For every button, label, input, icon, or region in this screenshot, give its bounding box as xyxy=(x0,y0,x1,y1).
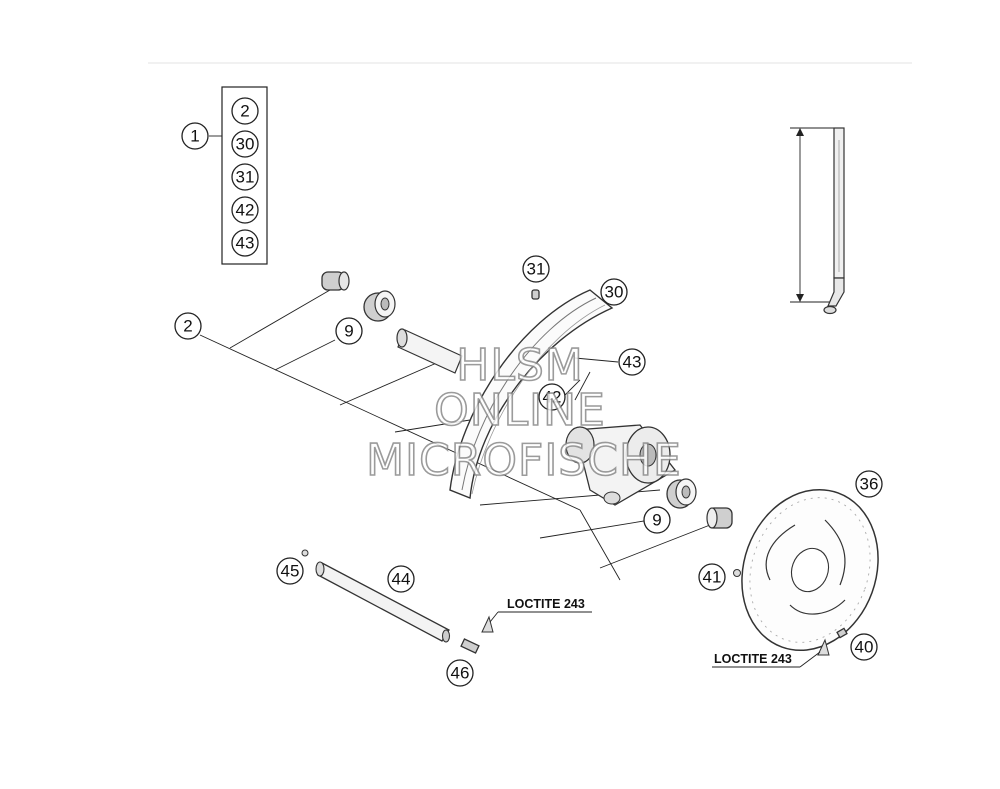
callout-nipple: 31 xyxy=(527,260,546,279)
callout-axle-screw: 46 xyxy=(451,664,470,683)
watermark: HLSM ONLINE MICROFISCHE xyxy=(365,339,682,487)
loctite-label-right: LOCTITE 243 xyxy=(714,652,792,666)
watermark-line-3: MICROFISCHE xyxy=(366,435,682,486)
ball-part xyxy=(301,549,309,557)
bearing-right-part xyxy=(666,478,697,509)
callout-disc-screw: 40 xyxy=(855,638,874,657)
axle-part xyxy=(315,561,451,643)
callout-ball: 45 xyxy=(281,562,300,581)
callout-axle: 44 xyxy=(392,570,411,589)
callout-spoke: 43 xyxy=(623,353,642,372)
watermark-line-2: ONLINE xyxy=(434,385,606,436)
kit-item-4: 42 xyxy=(236,201,255,220)
kit-contents-box: 1 2 30 31 42 43 xyxy=(181,86,268,265)
hub-part xyxy=(559,371,676,506)
nipple-part xyxy=(531,289,540,300)
axle-screw-part xyxy=(460,615,494,654)
distance-bushing-part xyxy=(706,507,733,529)
callout-bearing-left: 9 xyxy=(344,322,353,341)
kit-callout-circle xyxy=(181,122,209,150)
kit-item-2: 30 xyxy=(236,135,255,154)
sleeve-tube-part xyxy=(396,328,463,374)
ring-part xyxy=(733,569,741,577)
kit-callout-number: 1 xyxy=(190,127,199,146)
callout-bearing-right: 9 xyxy=(652,511,661,530)
assembly-axis-lines xyxy=(199,289,711,581)
kit-item-5: 43 xyxy=(236,234,255,253)
callout-hub: 42 xyxy=(543,388,562,407)
axle-spacer-part xyxy=(321,271,350,291)
bearing-left-part xyxy=(363,290,396,322)
watermark-line-1: HLSM xyxy=(456,340,584,391)
loctite-label-left: LOCTITE 243 xyxy=(507,597,585,611)
rim-part xyxy=(449,289,614,499)
kit-item-1: 2 xyxy=(240,102,249,121)
disc-screw-part xyxy=(817,627,848,656)
callout-brake-disc: 36 xyxy=(860,475,879,494)
brake-disc-part xyxy=(741,488,879,652)
spoke-illustration xyxy=(790,127,845,315)
callout-rim: 30 xyxy=(605,283,624,302)
callout-axle-spacer: 2 xyxy=(183,317,192,336)
kit-item-3: 31 xyxy=(236,168,255,187)
callout-distance-bushing: 41 xyxy=(703,568,722,587)
